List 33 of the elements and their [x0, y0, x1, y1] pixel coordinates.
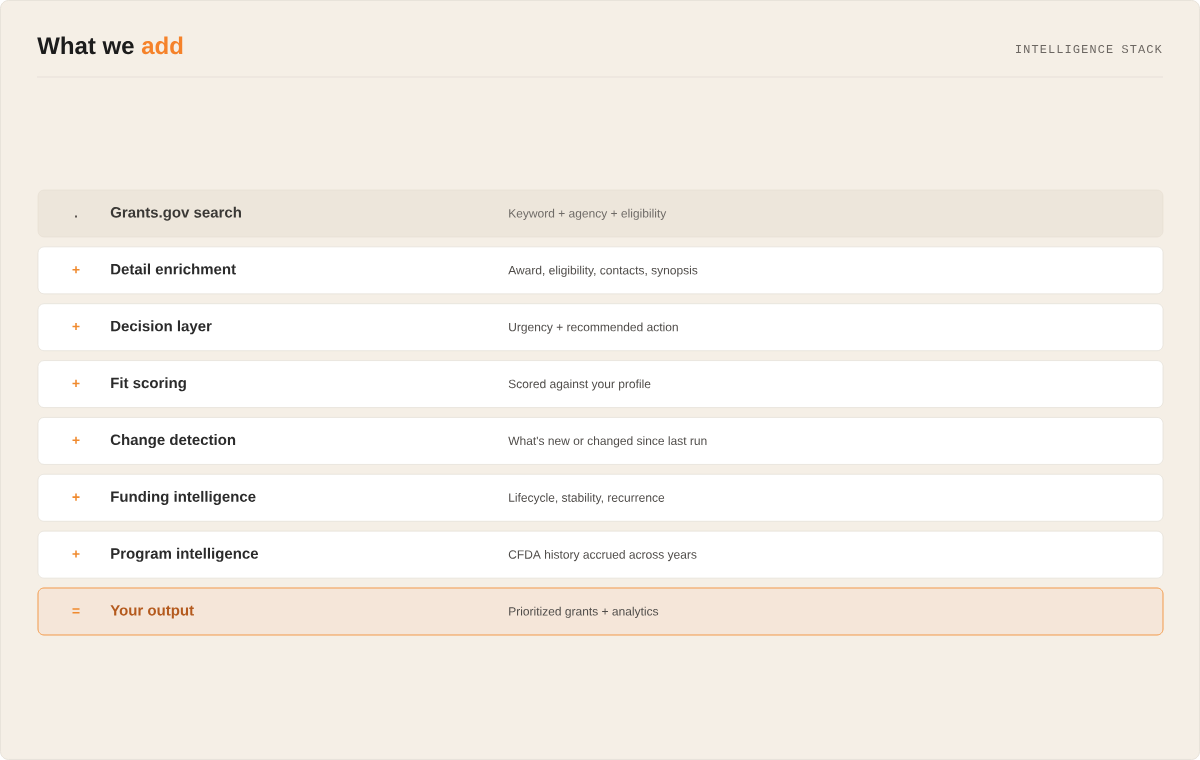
operator-sign: + — [72, 379, 80, 387]
stack-row — [37, 587, 1164, 636]
stack-row — [37, 246, 1164, 295]
stack-row — [37, 417, 1164, 465]
section-label: INTELLIGENCE STACK — [1016, 44, 1162, 54]
row-description: CFDA history accrued across years — [508, 549, 697, 562]
row-title: Funding intelligence — [111, 490, 256, 505]
operator-sign: + — [72, 266, 80, 274]
operator-sign: + — [72, 436, 80, 444]
row-title: Change detection — [110, 434, 236, 449]
row-description: Scored against your profile — [508, 379, 651, 391]
stack-row — [37, 303, 1164, 352]
row-title: Program intelligence — [111, 547, 259, 562]
stack-row — [37, 473, 1164, 522]
row-title: Decision layer — [111, 320, 212, 335]
row-description: Urgency + recommended action — [509, 322, 678, 334]
operator-sign: + — [72, 550, 80, 558]
row-description: Prioritized grants + analytics — [509, 606, 659, 618]
title: What we add — [37, 36, 183, 55]
stack-row — [37, 530, 1164, 579]
row-description: Award, eligibility, contacts, synopsis — [508, 265, 698, 277]
row-title: Your output — [110, 605, 194, 619]
stack-row — [37, 360, 1164, 408]
row-description: Lifecycle, stability, recurrence — [509, 493, 665, 505]
row-title: Grants.gov search — [110, 206, 241, 221]
row-title: Detail enrichment — [111, 263, 236, 275]
row-description: What's new or changed since last run — [508, 436, 707, 448]
operator-sign: + — [72, 493, 80, 501]
operator-sign: . — [75, 215, 77, 218]
row-description: Keyword + agency + eligibility — [509, 208, 667, 220]
operator-sign: = — [72, 608, 80, 614]
row-title: Fit scoring — [111, 377, 186, 392]
operator-sign: + — [72, 323, 80, 331]
